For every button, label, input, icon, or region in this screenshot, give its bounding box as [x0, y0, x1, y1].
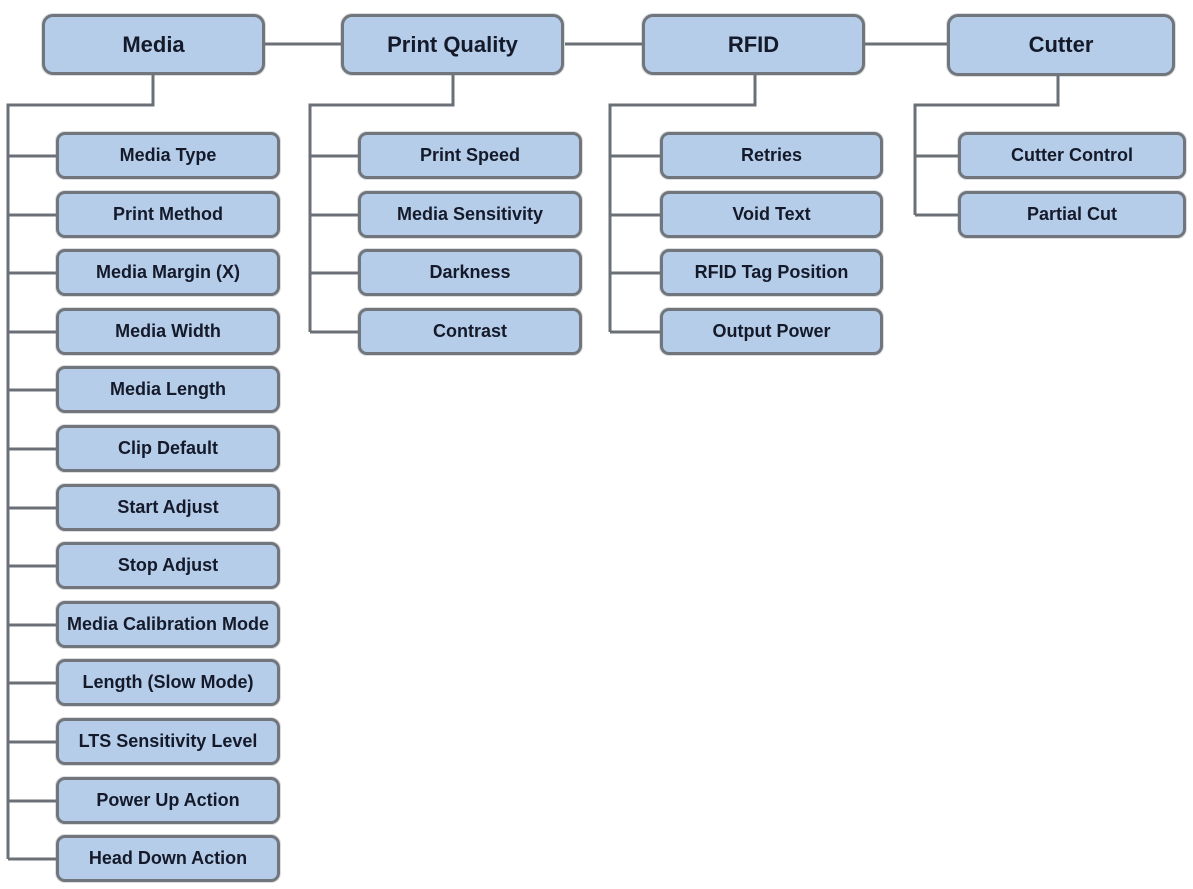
node-clip-default: Clip Default [56, 425, 280, 472]
node-cutter: Cutter [947, 14, 1175, 76]
node-print-speed: Print Speed [358, 132, 582, 179]
node-media-type: Media Type [56, 132, 280, 179]
node-void-text: Void Text [660, 191, 883, 238]
node-length-slow-mode: Length (Slow Mode) [56, 659, 280, 706]
node-rfid-tag-position: RFID Tag Position [660, 249, 883, 296]
node-contrast: Contrast [358, 308, 582, 355]
node-retries: Retries [660, 132, 883, 179]
node-rfid: RFID [642, 14, 865, 75]
node-power-up-action: Power Up Action [56, 777, 280, 824]
node-start-adjust: Start Adjust [56, 484, 280, 531]
node-media-margin-x: Media Margin (X) [56, 249, 280, 296]
node-stop-adjust: Stop Adjust [56, 542, 280, 589]
node-lts-sensitivity-level: LTS Sensitivity Level [56, 718, 280, 765]
node-media-width: Media Width [56, 308, 280, 355]
node-partial-cut: Partial Cut [958, 191, 1186, 238]
node-head-down-action: Head Down Action [56, 835, 280, 882]
node-darkness: Darkness [358, 249, 582, 296]
node-media: Media [42, 14, 265, 75]
node-output-power: Output Power [660, 308, 883, 355]
node-media-sensitivity: Media Sensitivity [358, 191, 582, 238]
node-print-quality: Print Quality [341, 14, 564, 75]
node-print-method: Print Method [56, 191, 280, 238]
node-cutter-control: Cutter Control [958, 132, 1186, 179]
node-media-calibration-mode: Media Calibration Mode [56, 601, 280, 648]
node-media-length: Media Length [56, 366, 280, 413]
